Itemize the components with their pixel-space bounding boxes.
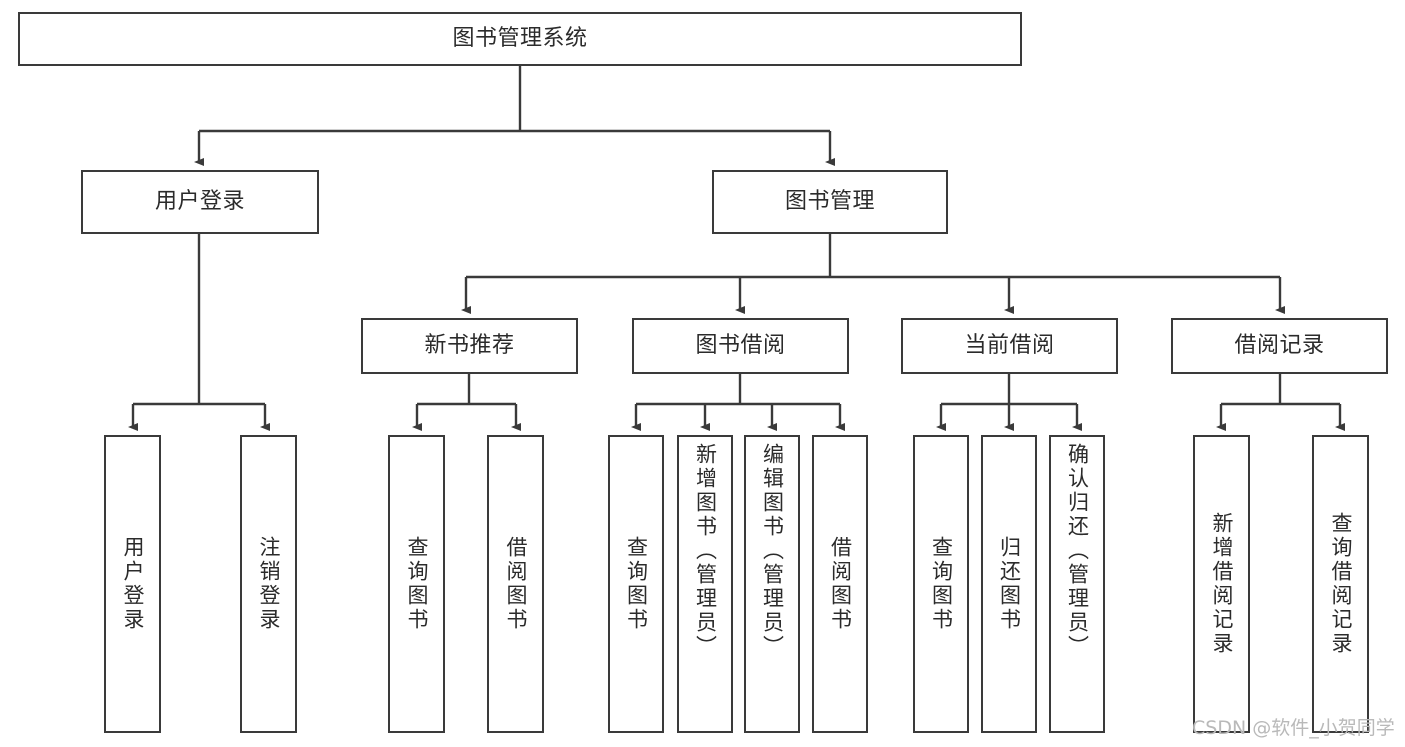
node-borrow-record[interactable]: 借阅记录 [1171, 318, 1388, 374]
node-label: 借阅图书 [828, 536, 853, 632]
node-current-borrow[interactable]: 当前借阅 [901, 318, 1118, 374]
leaf-current-confirm-return-admin[interactable]: 确认归还（管理员） [1049, 435, 1105, 733]
leaf-recommend-query-book[interactable]: 查询图书 [388, 435, 445, 733]
node-root-system[interactable]: 图书管理系统 [18, 12, 1022, 66]
node-label: 确认归还（管理员） [1065, 443, 1090, 659]
node-label: 新增借阅记录 [1210, 512, 1234, 656]
node-label: 查询图书 [929, 536, 954, 632]
node-label: 借阅图书 [504, 536, 528, 632]
node-label: 用户登录 [121, 536, 145, 632]
leaf-user-login-login[interactable]: 用户登录 [104, 435, 161, 733]
node-label: 图书借阅 [695, 332, 786, 358]
leaf-current-return-book[interactable]: 归还图书 [981, 435, 1037, 733]
leaf-user-login-logout[interactable]: 注销登录 [240, 435, 297, 733]
node-label: 图书管理 [784, 188, 875, 214]
leaf-record-query-record[interactable]: 查询借阅记录 [1312, 435, 1369, 733]
node-label: 编辑图书（管理员） [760, 443, 785, 659]
leaf-record-add-record[interactable]: 新增借阅记录 [1193, 435, 1250, 733]
node-label: 图书管理系统 [452, 25, 588, 51]
node-label: 借阅记录 [1234, 332, 1325, 358]
node-label: 用户登录 [154, 188, 245, 214]
csdn-watermark: CSDN @软件_小贺同学 [1192, 717, 1395, 739]
node-label: 查询借阅记录 [1329, 512, 1353, 656]
leaf-borrow-borrow-book[interactable]: 借阅图书 [812, 435, 868, 733]
node-label: 查询图书 [624, 536, 649, 632]
node-label: 当前借阅 [964, 332, 1055, 358]
leaf-borrow-add-book-admin[interactable]: 新增图书（管理员） [677, 435, 733, 733]
node-label: 新增图书（管理员） [693, 443, 718, 659]
node-book-borrow[interactable]: 图书借阅 [632, 318, 849, 374]
leaf-borrow-edit-book-admin[interactable]: 编辑图书（管理员） [744, 435, 800, 733]
leaf-current-query-book[interactable]: 查询图书 [913, 435, 969, 733]
node-label: 注销登录 [257, 536, 281, 632]
node-user-login[interactable]: 用户登录 [81, 170, 319, 234]
node-label: 查询图书 [405, 536, 429, 632]
leaf-recommend-borrow-book[interactable]: 借阅图书 [487, 435, 544, 733]
node-label: 新书推荐 [424, 332, 515, 358]
leaf-borrow-query-book[interactable]: 查询图书 [608, 435, 664, 733]
node-new-book-recommend[interactable]: 新书推荐 [361, 318, 578, 374]
node-book-management[interactable]: 图书管理 [712, 170, 948, 234]
node-label: 归还图书 [997, 536, 1022, 632]
